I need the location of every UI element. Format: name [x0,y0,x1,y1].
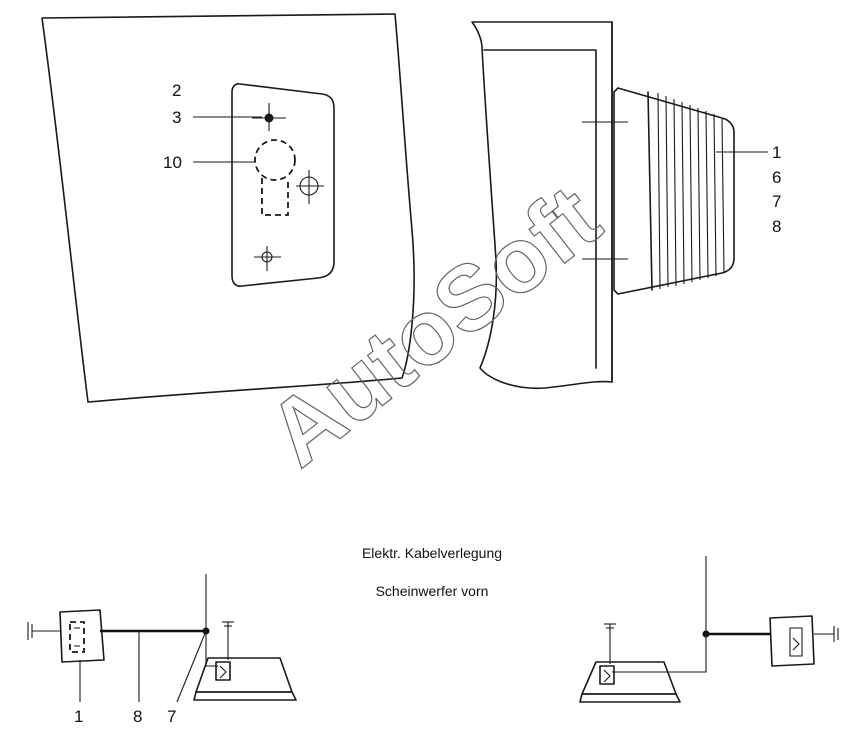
adjuster-screw-icon [296,170,324,204]
body-panel-left [41,13,415,403]
headlight-unit-icon [193,621,297,701]
screw-icon [252,103,286,131]
watermark-logo: AutoSoft [250,166,619,485]
bottom-label-7: 7 [167,707,176,726]
label-2: 2 [172,81,181,100]
label-6: 6 [772,168,781,187]
body-panel-right [471,21,613,390]
label-3: 3 [172,108,181,127]
label-8: 8 [772,217,781,236]
bottom-label-1: 1 [74,707,83,726]
cable-channel [261,178,289,216]
headlight-housing [582,87,735,295]
headlight-unit-icon [579,623,681,703]
caption-line-2: Scheinwerfer vorn [376,583,489,599]
wiring-left [27,574,297,703]
cable-opening [254,139,296,181]
label-10: 10 [163,153,182,172]
label-1: 1 [772,143,781,162]
ground-icon [27,622,60,640]
caption-line-1: Elektr. Kabelverlegung [362,545,502,561]
wiring-right [579,556,839,703]
bottom-label-8: 8 [133,707,142,726]
mounting-plate [231,83,335,287]
ground-icon [814,626,839,642]
screw-icon [254,246,281,271]
label-7: 7 [772,192,781,211]
